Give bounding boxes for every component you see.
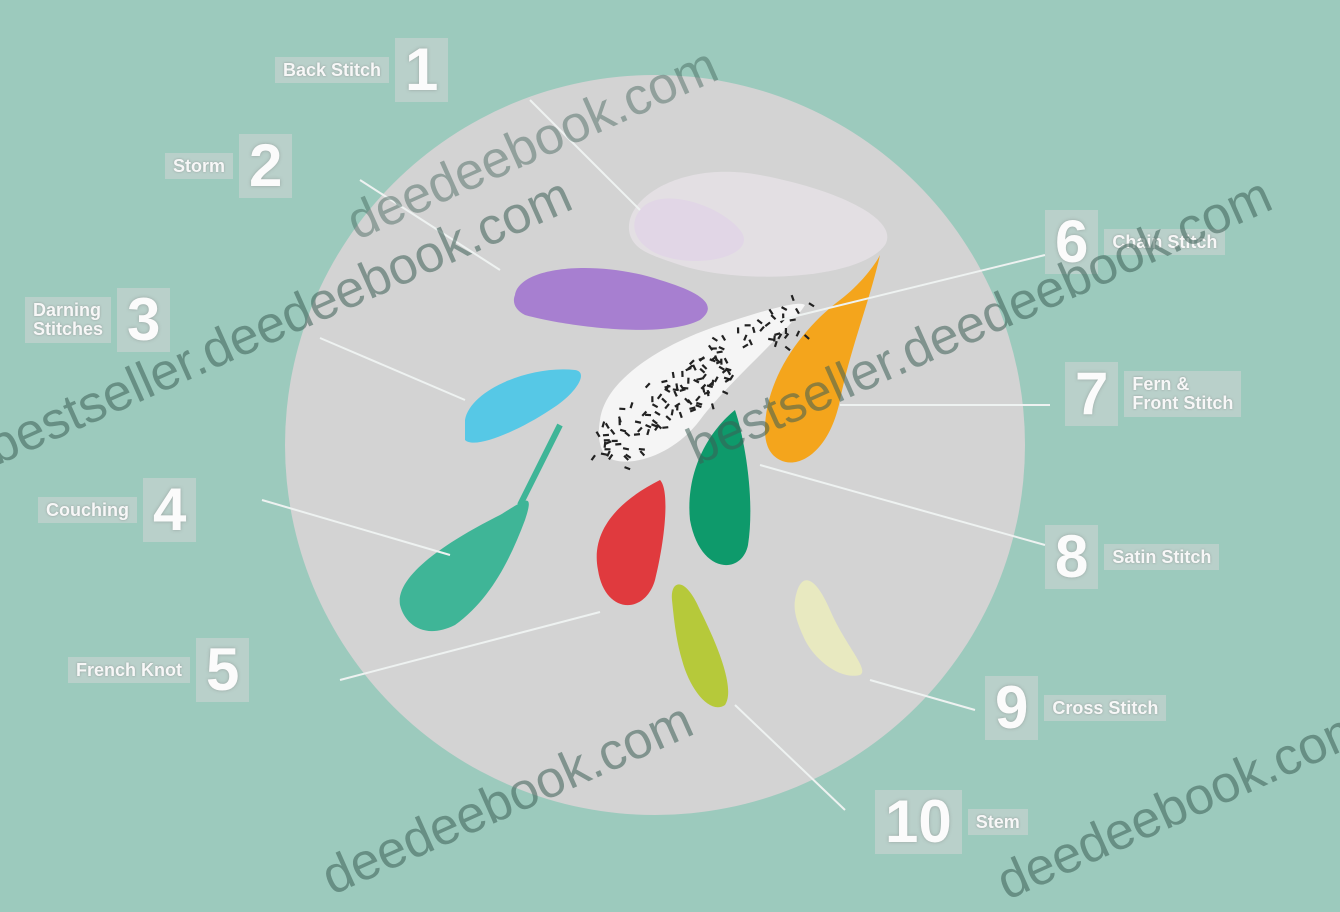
seed-stitch [681, 371, 683, 377]
label-number-7: 7 [1065, 362, 1118, 426]
label-text-9: Cross Stitch [1044, 695, 1166, 722]
label-text-8: Satin Stitch [1104, 544, 1219, 571]
seed-stitch [682, 387, 688, 390]
label-text-4: Couching [38, 497, 137, 524]
seed-stitch [603, 434, 609, 437]
label-2: Storm 2 [165, 134, 292, 198]
label-number-9: 9 [985, 676, 1038, 740]
label-4: Couching 4 [38, 478, 196, 542]
seed-stitch [612, 440, 618, 442]
label-text-3: Darning Stitches [25, 297, 111, 343]
seed-stitch [604, 448, 610, 450]
label-text-5: French Knot [68, 657, 190, 684]
seed-stitch [687, 378, 689, 384]
label-3: Darning Stitches 3 [25, 288, 170, 352]
label-number-5: 5 [196, 638, 249, 702]
seed-stitch [645, 414, 651, 417]
label-8: 8 Satin Stitch [1045, 525, 1219, 589]
label-text-2: Storm [165, 153, 233, 180]
label-number-1: 1 [395, 38, 448, 102]
seed-stitch [737, 327, 739, 333]
diagram-canvas: Back Stitch 1 Storm 2 Darning Stitches 3… [0, 0, 1340, 881]
label-5: French Knot 5 [68, 638, 249, 702]
seed-stitch [618, 419, 620, 425]
label-text-7: Fern & Front Stitch [1124, 371, 1241, 417]
label-number-8: 8 [1045, 525, 1098, 589]
label-number-2: 2 [239, 134, 292, 198]
label-text-1: Back Stitch [275, 57, 389, 84]
label-text-10: Stem [968, 809, 1028, 836]
label-1: Back Stitch 1 [275, 38, 448, 102]
label-9: 9 Cross Stitch [985, 676, 1166, 740]
seed-stitch [619, 408, 625, 411]
label-7: 7 Fern & Front Stitch [1065, 362, 1241, 426]
label-number-10: 10 [875, 790, 962, 854]
seed-stitch [745, 324, 751, 326]
seed-stitch [785, 328, 787, 334]
label-number-4: 4 [143, 478, 196, 542]
seed-stitch [651, 396, 653, 402]
label-10: 10 Stem [875, 790, 1028, 854]
seed-stitch [604, 439, 610, 441]
